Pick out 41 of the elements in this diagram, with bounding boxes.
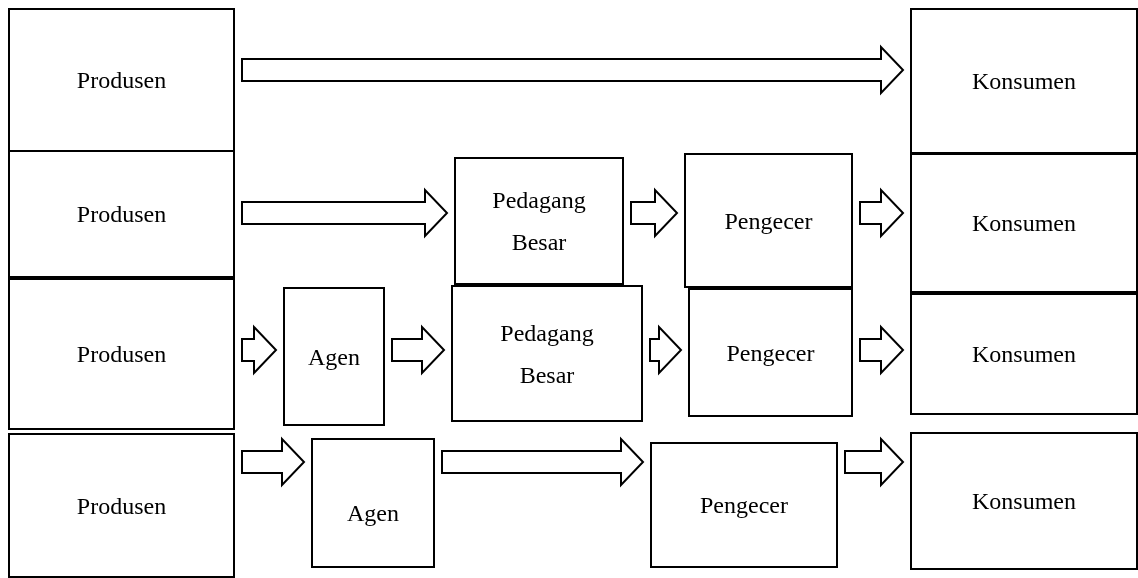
process-box — [910, 153, 1138, 293]
process-box — [650, 442, 838, 568]
process-box — [910, 293, 1138, 415]
block-arrow — [649, 324, 683, 376]
box-label: Konsumen — [972, 340, 1076, 369]
process-box — [8, 278, 235, 430]
block-arrow — [859, 187, 905, 239]
block-arrow — [241, 44, 905, 96]
block-arrow — [391, 324, 446, 376]
box-label: Pengecer — [724, 206, 813, 236]
process-box — [910, 432, 1138, 570]
box-label: Konsumen — [972, 209, 1076, 238]
process-box — [910, 8, 1138, 154]
block-arrow — [630, 187, 679, 239]
block-arrow — [859, 324, 905, 376]
box-label: Konsumen — [972, 67, 1076, 96]
process-box — [8, 433, 235, 578]
block-arrow — [441, 436, 645, 488]
process-box — [688, 288, 853, 417]
box-label: Pengecer — [700, 491, 788, 520]
block-arrow — [844, 436, 905, 488]
process-box — [8, 8, 235, 152]
block-arrow — [241, 324, 278, 376]
box-label: Pengecer — [726, 338, 815, 368]
process-box — [451, 285, 643, 422]
process-box — [311, 438, 435, 568]
box-label: Produsen — [76, 66, 167, 95]
process-box — [684, 153, 853, 288]
block-arrow — [241, 436, 306, 488]
block-arrow — [241, 187, 449, 239]
box-label: Produsen — [76, 340, 167, 369]
box-label: Konsumen — [972, 487, 1076, 516]
process-box — [454, 157, 624, 285]
box-label: Agen — [347, 499, 399, 528]
box-label: Pedagang Besar — [491, 186, 587, 257]
box-label: Produsen — [76, 491, 167, 521]
process-box — [8, 150, 235, 278]
box-label: Agen — [308, 342, 360, 372]
box-label: Pedagang Besar — [499, 318, 595, 390]
box-label: Produsen — [76, 200, 167, 229]
process-box — [283, 287, 385, 426]
